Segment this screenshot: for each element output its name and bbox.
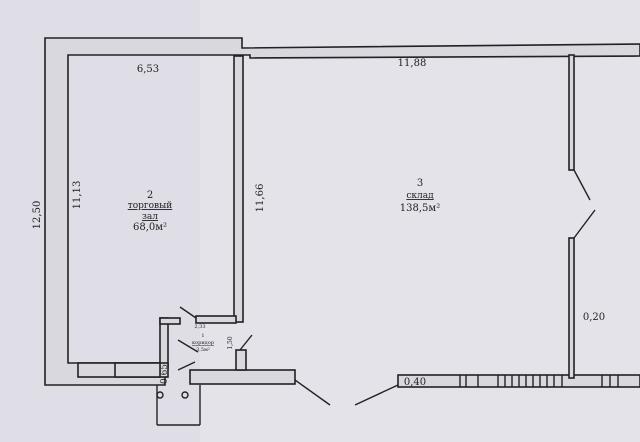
room-number: 1: [201, 333, 204, 339]
corridor-wall-stub: [159, 317, 181, 325]
room-1-label: 1 коридор 3,5м²: [192, 333, 214, 353]
dim-corridor-width: 2,33: [194, 324, 205, 330]
door-swing-entrance-right: [354, 384, 399, 406]
door-swing-corridor-2: [177, 361, 196, 371]
room-3-label: 3 склад 138,5м²: [400, 178, 440, 214]
room-name: склад: [406, 191, 434, 201]
right-partition-bottom: [568, 237, 575, 379]
door-swing-upper: [573, 169, 591, 201]
dim-partition: 11,66: [255, 184, 266, 213]
room-2-label: 2 торговый зал 68,0м²: [128, 190, 173, 233]
door-swing-partition: [239, 334, 253, 351]
dim-outer-left: 12,50: [32, 201, 43, 230]
room-name-2: зал: [142, 212, 158, 222]
dim-corridor-height: 1,50: [227, 336, 234, 350]
door-swing-corridor: [177, 339, 199, 353]
partition-wall: [233, 55, 244, 323]
corridor-wall-right: [235, 349, 247, 371]
door-swing-hall: [179, 306, 197, 319]
door-swing-lower: [573, 209, 596, 239]
room-area: 68,0м²: [133, 222, 167, 233]
dim-top-right: 11,88: [398, 58, 427, 69]
porch: [156, 385, 201, 426]
door-swing-entrance-left: [294, 379, 331, 406]
dim-right-partition: 0,20: [583, 312, 605, 323]
room-name: коридор: [192, 340, 214, 346]
right-partition-top: [568, 54, 575, 171]
room-number: 2: [147, 190, 153, 201]
room-name: торговый: [128, 201, 173, 211]
room-area: 138,5м²: [400, 203, 440, 214]
corridor-wall-left: [159, 317, 169, 369]
dim-top-left: 6,53: [137, 64, 159, 75]
bottom-wall-mid: [189, 369, 296, 385]
corridor-wall-top: [195, 315, 237, 324]
room-area: 3,5м²: [196, 347, 210, 353]
dim-bottom-left: 0,65: [160, 364, 170, 384]
window-left: [114, 362, 161, 378]
stairs: [459, 375, 619, 387]
room-number: 3: [417, 178, 423, 189]
dim-inner-left: 11,13: [72, 181, 83, 210]
outer-wall-left: [44, 37, 640, 386]
dim-bottom-right: 0,40: [404, 377, 426, 388]
